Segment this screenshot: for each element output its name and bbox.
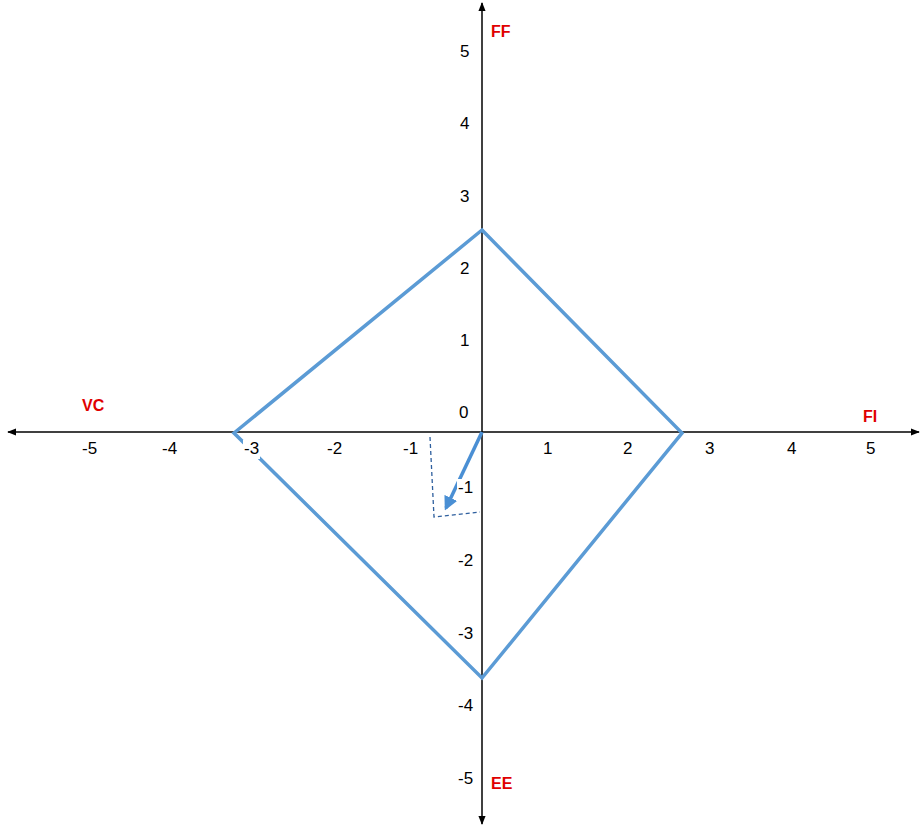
tick-label: -5 — [81, 440, 98, 459]
tick-label: 3 — [459, 188, 470, 207]
y-axis — [481, 3, 483, 824]
tick-label: 1 — [542, 440, 553, 459]
quadrant-axis-label: VC — [81, 397, 105, 415]
tick-label: -3 — [457, 625, 474, 644]
tick-label: 3 — [704, 440, 715, 459]
tick-label: -4 — [457, 697, 474, 716]
quadrant-axis-label: EE — [490, 775, 513, 793]
tick-label: 2 — [459, 260, 470, 279]
tick-label: 4 — [786, 440, 797, 459]
tick-label: 5 — [865, 440, 876, 459]
profile-diamond — [234, 230, 682, 678]
tick-label: 5 — [459, 43, 470, 62]
quadrant-axis-label: FI — [862, 408, 878, 426]
x-axis — [8, 431, 919, 433]
tick-label: -1 — [457, 479, 474, 498]
result-vector — [446, 432, 482, 508]
tick-label: -1 — [402, 440, 419, 459]
tick-label: -3 — [243, 440, 260, 459]
tick-label: 1 — [459, 332, 470, 351]
tick-label: -2 — [457, 552, 474, 571]
tick-label: -2 — [326, 440, 343, 459]
tick-label: -4 — [161, 440, 178, 459]
tick-label: 0 — [458, 404, 469, 423]
tick-label: 4 — [459, 115, 470, 134]
quadrant-axis-label: FF — [490, 23, 512, 41]
tick-label: 2 — [622, 440, 633, 459]
tick-label: -5 — [457, 770, 474, 789]
